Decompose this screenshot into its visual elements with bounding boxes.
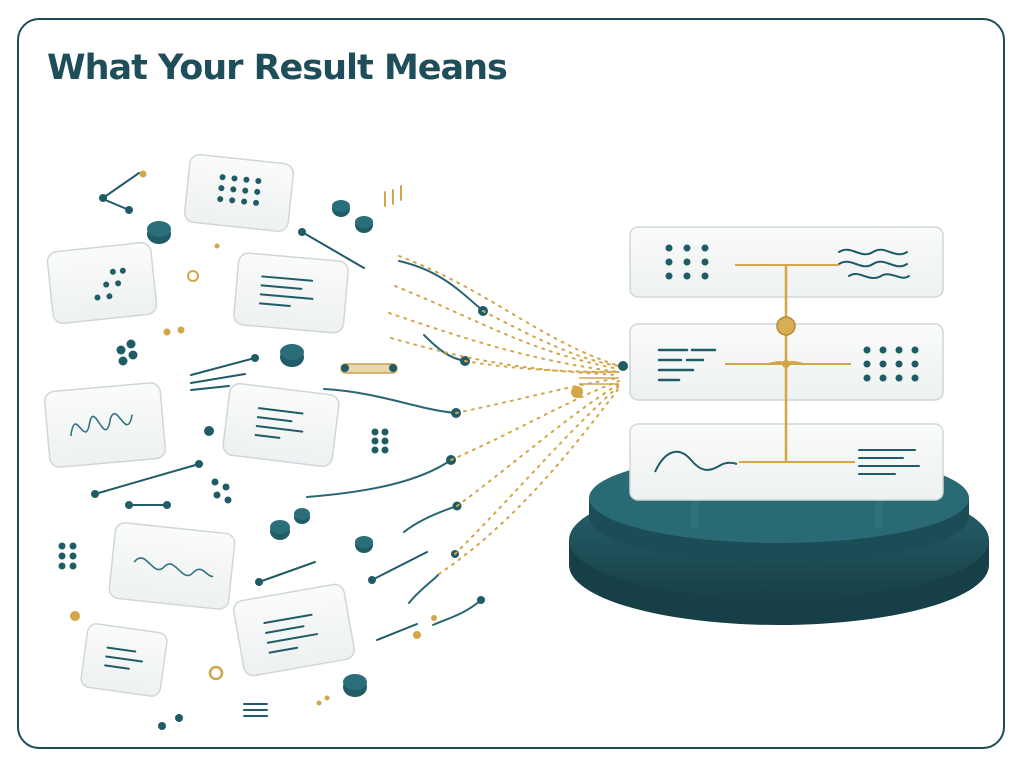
teal-puck — [147, 200, 373, 697]
glass-card-text-lines-3 — [233, 583, 355, 677]
gold-connectors — [388, 255, 620, 575]
junction-node — [776, 316, 796, 336]
result-illustration — [43, 153, 989, 730]
glass-card-dot-cluster — [46, 242, 158, 324]
glass-card-waveform — [43, 382, 167, 468]
glass-card-text-lines-2 — [222, 382, 340, 468]
content-frame: What Your Result Means — [17, 18, 1005, 749]
glass-card-text-lines — [233, 252, 349, 334]
glass-card-waveform-2 — [108, 522, 236, 610]
scattered-elements — [58, 170, 437, 730]
glass-card-dot-grid — [183, 153, 295, 233]
capsule-bar — [340, 363, 398, 374]
glass-card-text-lines-4 — [80, 623, 168, 697]
page-title: What Your Result Means — [47, 48, 508, 88]
